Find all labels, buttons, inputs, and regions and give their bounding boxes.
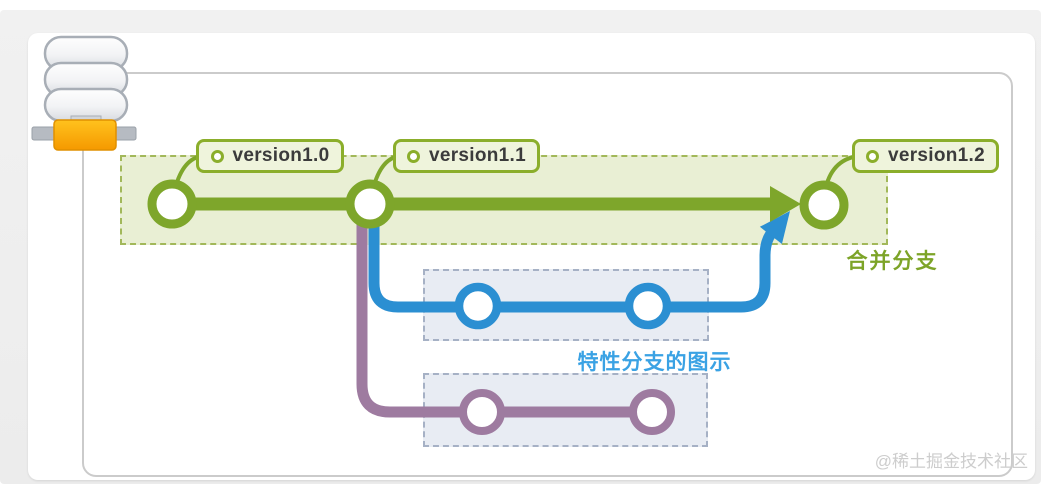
tag-hole-icon [407, 149, 420, 163]
merge-branch-label: 合并分支 [846, 250, 939, 273]
feature-branch-box [423, 269, 709, 341]
tag-hole-icon [866, 149, 879, 163]
secondary-branch-box [423, 373, 708, 447]
version-tag-label: version1.1 [429, 145, 526, 166]
tag-hole-icon [210, 149, 224, 163]
version-tag-label: version1.0 [232, 145, 330, 166]
feature-branch-label: 特性分支的图示 [577, 351, 732, 374]
watermark-text: @稀土掘金技术社区 [874, 452, 1028, 471]
version-tag-1: version1.0 [196, 139, 344, 173]
version-tag-3: version1.2 [852, 139, 999, 173]
version-tag-label: version1.2 [888, 145, 985, 166]
version-tag-2: version1.1 [393, 139, 540, 173]
